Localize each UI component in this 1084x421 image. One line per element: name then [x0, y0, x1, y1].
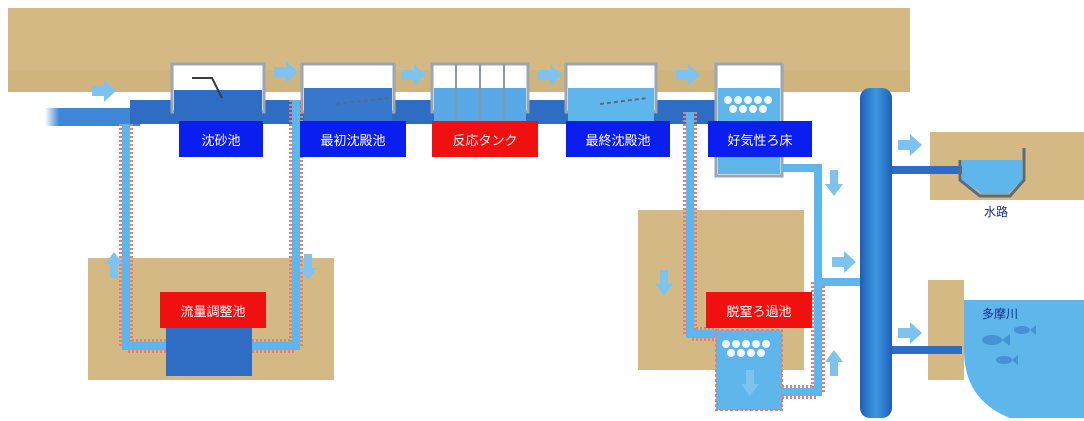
aerobic-filter-label: 好気性ろ床: [708, 121, 812, 157]
reaction-tank-label: 反応タンク: [432, 121, 538, 157]
grit-chamber-label: 沈砂池: [179, 121, 263, 157]
tama-river-water: [964, 300, 1084, 418]
tama-river-label: 多摩川: [982, 307, 1019, 321]
waterway-pipe: [892, 166, 962, 174]
denitrification-filter-label: 脱窒ろ過池: [706, 292, 812, 328]
waterway-channel: [958, 148, 1026, 198]
outlet-shaft: [860, 88, 892, 418]
final-sedimentation-tank: [564, 62, 658, 124]
final-sedimentation-label: 最終沈殿池: [566, 121, 670, 157]
denitrification-loop: [683, 112, 860, 411]
primary-sedimentation-label: 最初沈殿池: [300, 121, 406, 157]
inflow-pipe: [45, 108, 140, 126]
reaction-tank-vessel: [430, 62, 530, 124]
flow-arrow: [898, 322, 922, 344]
flow-equalization-label: 流量調整池: [160, 292, 266, 328]
flow-arrow: [825, 350, 843, 376]
waterway-label: 水路: [984, 205, 1009, 219]
equalization-bypass: [119, 100, 303, 376]
flow-arrow: [825, 170, 843, 196]
primary-sedimentation-tank: [300, 62, 396, 124]
grit-chamber-tank: [170, 62, 266, 124]
flow-arrow: [832, 251, 856, 273]
river-pipe: [892, 346, 962, 354]
flow-arrow: [898, 134, 922, 156]
aerobic-filter-tank: [714, 62, 784, 178]
